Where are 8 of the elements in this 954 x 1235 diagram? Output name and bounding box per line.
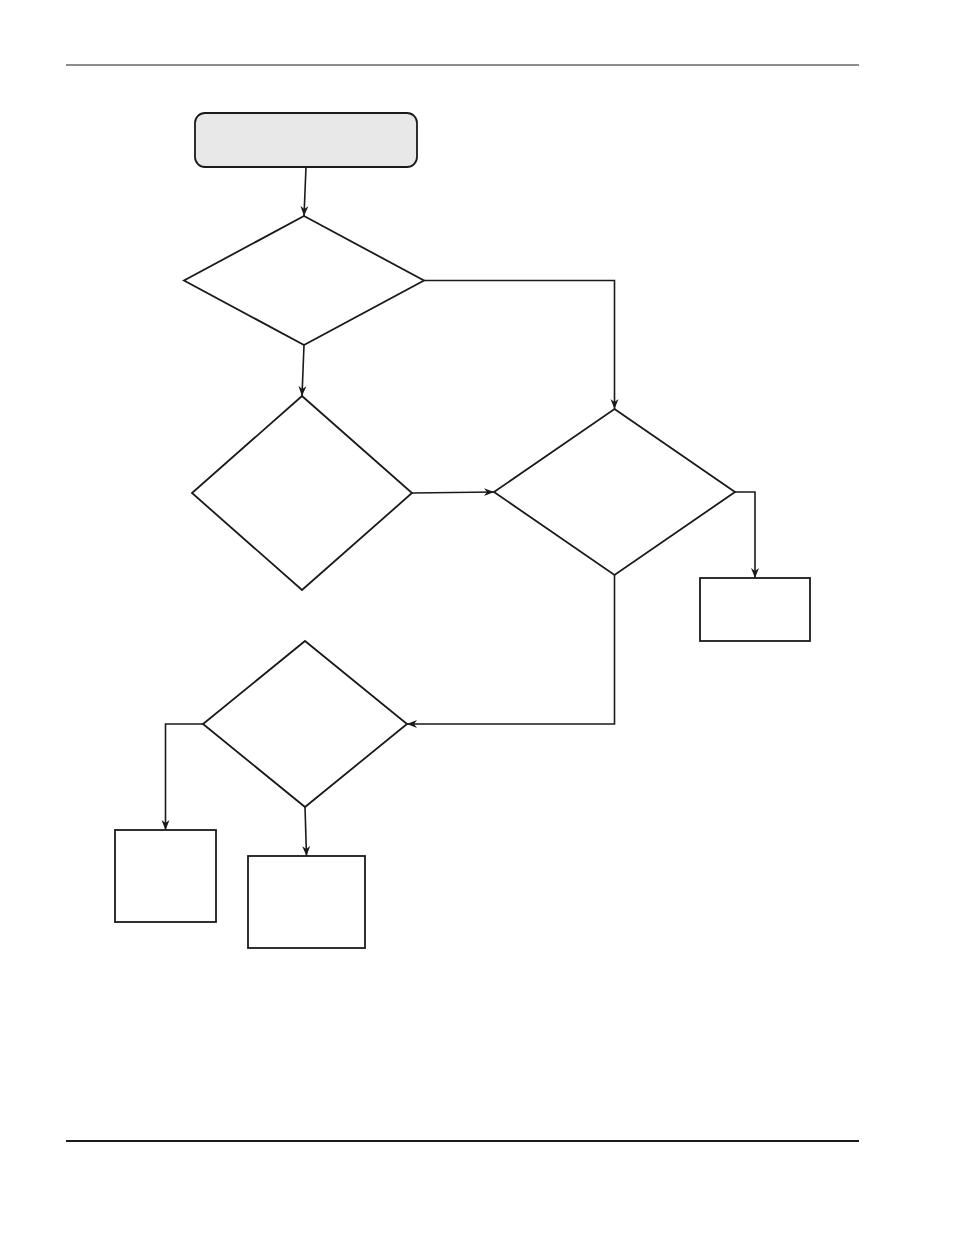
arrow [423, 279, 619, 410]
arrow [406, 574, 616, 728]
arrow [161, 723, 204, 831]
arrow [300, 166, 309, 217]
arrow [734, 491, 759, 579]
arrow [411, 488, 495, 497]
arrow [302, 806, 311, 857]
arrow [298, 344, 307, 397]
